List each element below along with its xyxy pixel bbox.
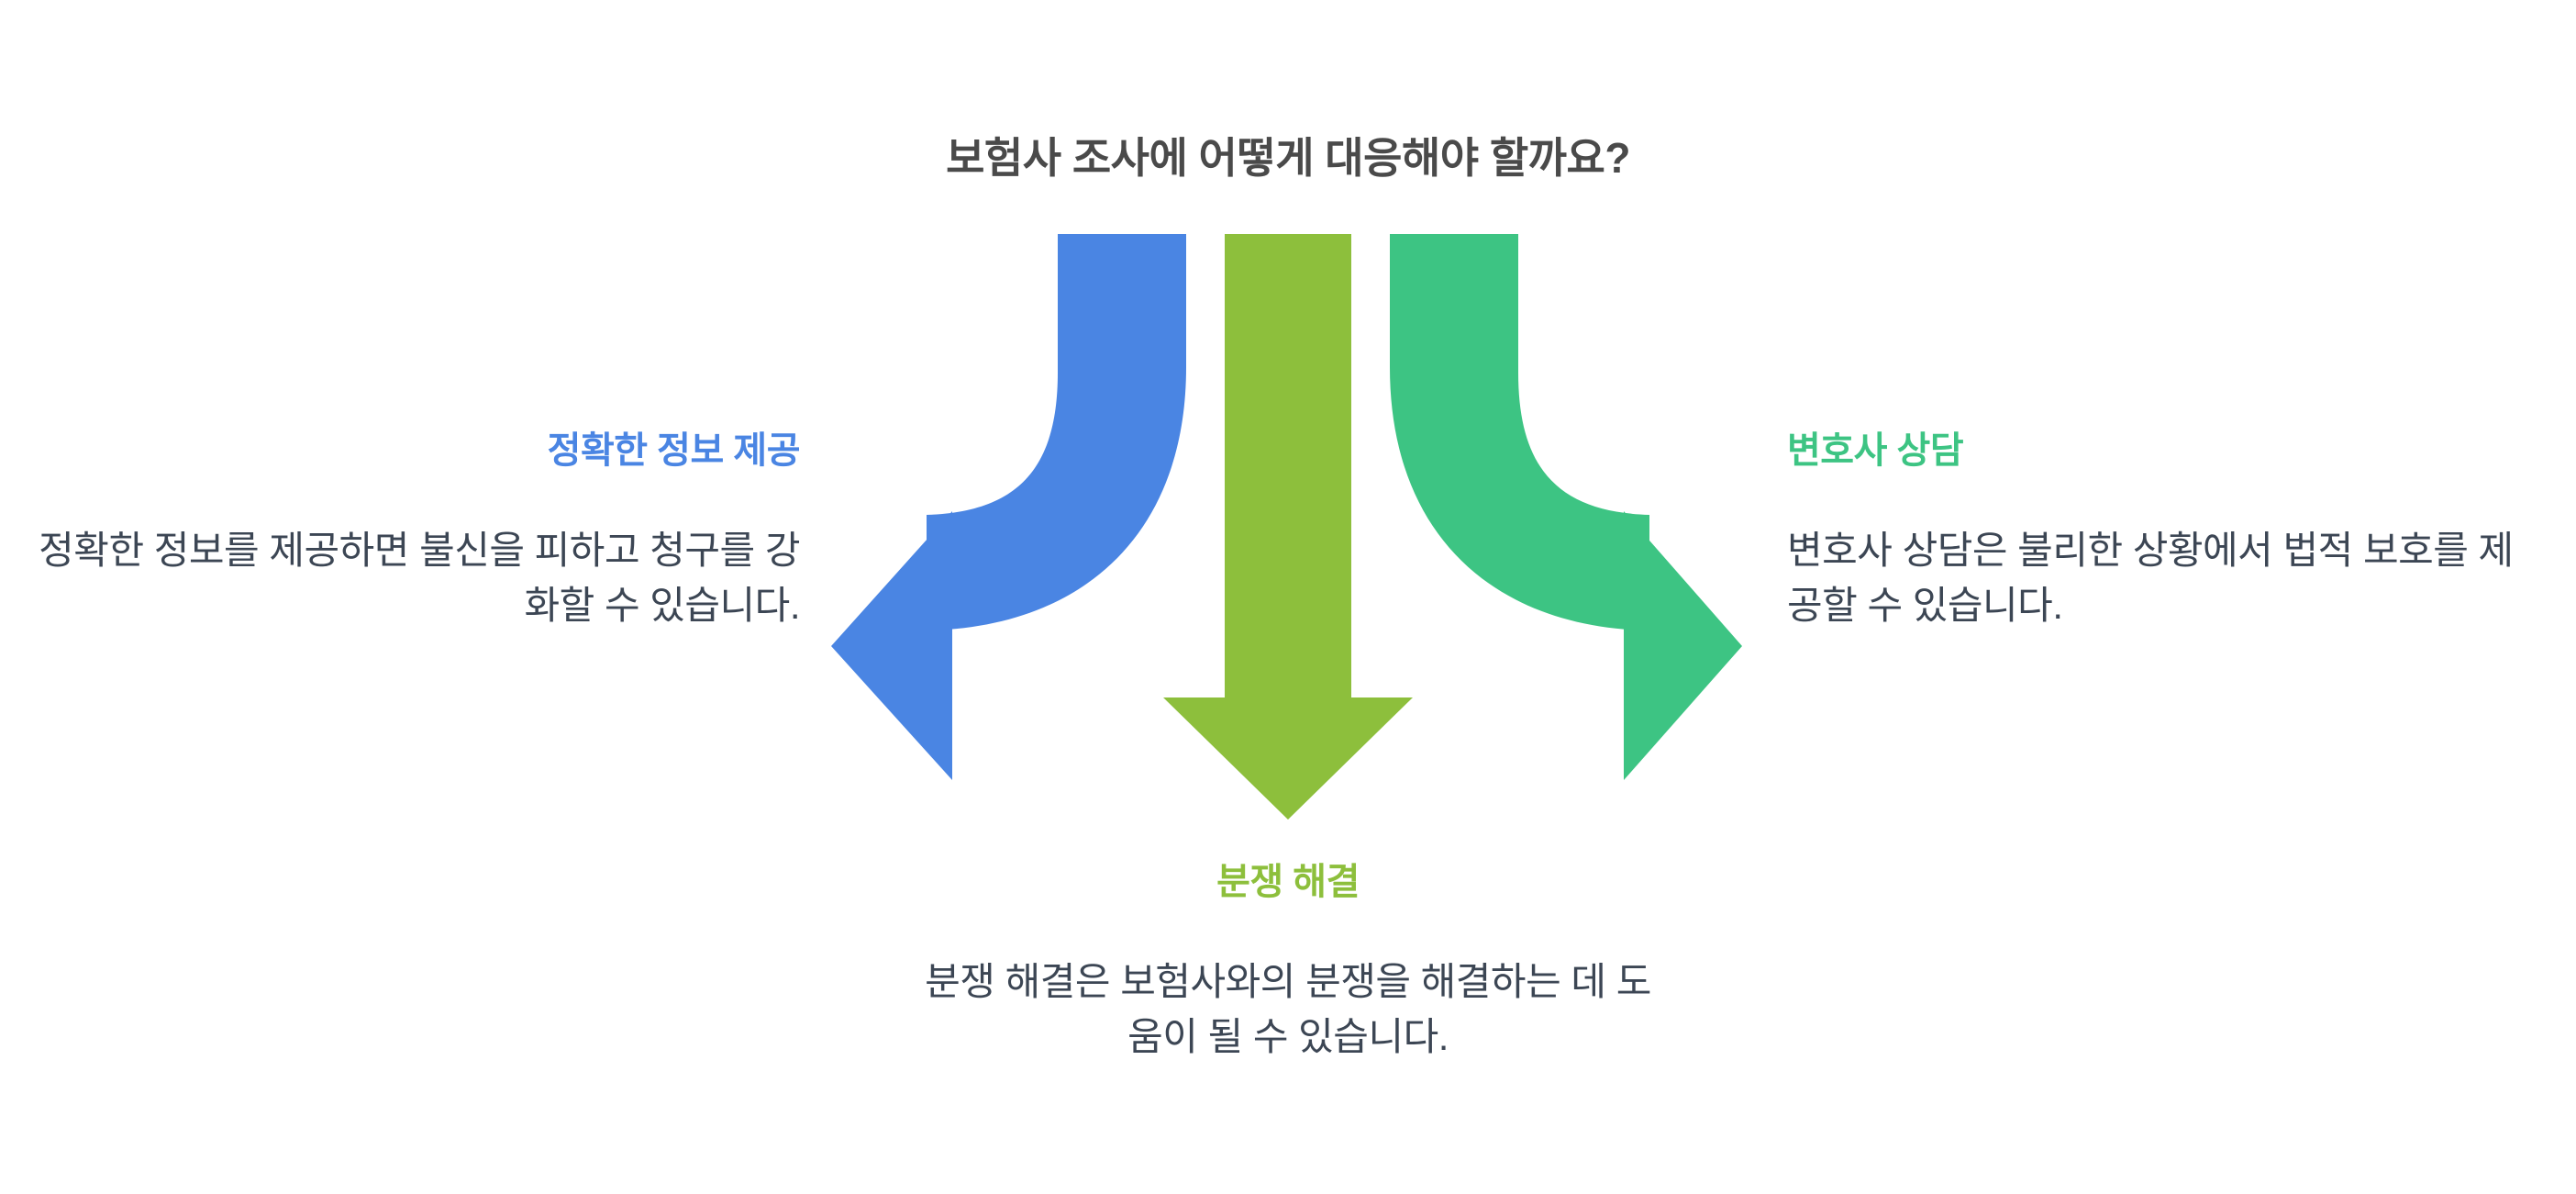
branch-heading-center: 분쟁 해결 xyxy=(1216,862,1360,902)
arrow-center-head xyxy=(1163,697,1413,820)
branch-body-center: 분쟁 해결은 보험사와의 분쟁을 해결하는 데 도움이 될 수 있습니다. xyxy=(925,960,1651,1058)
arrow-left-shaft xyxy=(927,234,1186,630)
branch-body-right: 변호사 상담은 불리한 상황에서 법적 보호를 제공할 수 있습니다. xyxy=(1787,529,2514,627)
arrow-center-group xyxy=(1163,234,1413,820)
page-title: 보험사 조사에 어떻게 대응해야 할까요? xyxy=(946,134,1630,182)
arrow-left-group xyxy=(831,234,1186,780)
arrow-center-shaft xyxy=(1225,234,1351,702)
arrow-right-headpoint xyxy=(1624,511,1742,780)
branch-heading-right: 변호사 상담 xyxy=(1787,430,1964,471)
arrow-left-shaft-lower xyxy=(927,515,952,630)
arrow-right-group xyxy=(1390,234,1742,780)
branch-body-left: 정확한 정보를 제공하면 불신을 피하고 청구를 강화할 수 있습니다. xyxy=(39,529,800,627)
arrow-left-headpoint xyxy=(831,511,952,780)
branch-heading-left: 정확한 정보 제공 xyxy=(547,430,801,471)
arrow-right-shaft-lower xyxy=(1624,515,1649,630)
arrow-right-shaft xyxy=(1390,234,1649,630)
